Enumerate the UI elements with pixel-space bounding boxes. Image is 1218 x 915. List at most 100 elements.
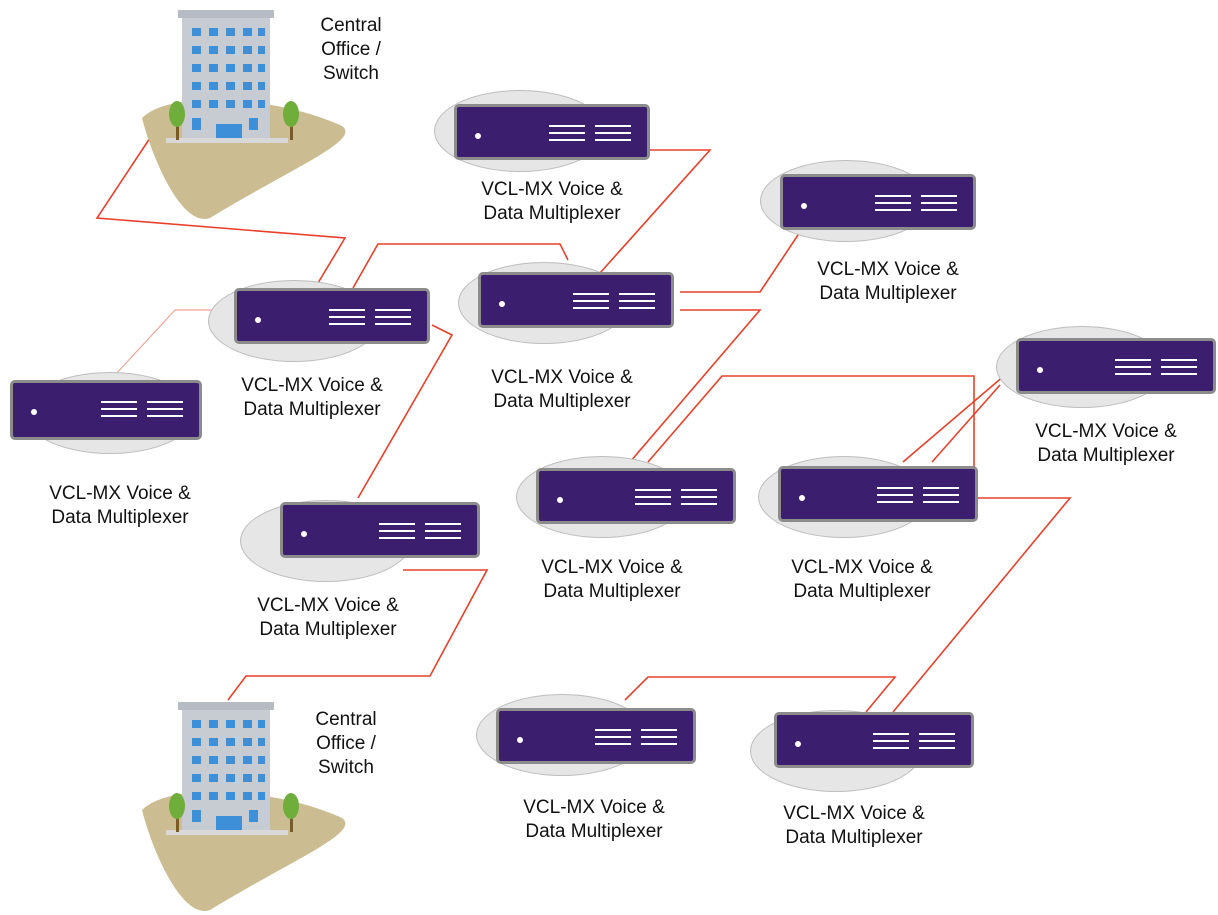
multiplexer-label: VCL-MX Voice & Data Multiplexer — [986, 420, 1218, 468]
link-mux-8-mux-11 — [892, 497, 1072, 713]
vent-icon — [873, 733, 957, 751]
multiplexer-device — [750, 710, 1010, 792]
multiplexer-device — [476, 694, 736, 788]
link-mux-3-mux-1 — [352, 243, 569, 289]
label-line: Data Multiplexer — [793, 581, 931, 602]
label-line: Switch — [323, 63, 379, 84]
vent-icon — [877, 487, 961, 505]
multiplexer-label: VCL-MX Voice & Data Multiplexer — [734, 802, 974, 850]
label-line: Office / — [321, 39, 381, 60]
label-line: VCL-MX Voice & — [1035, 421, 1177, 442]
label-line: Data Multiplexer — [51, 507, 189, 528]
multiplexer-device — [434, 90, 694, 184]
link-mux-7-mux-8 — [647, 375, 975, 468]
device-chassis — [478, 272, 674, 328]
device-chassis — [774, 712, 974, 768]
device-chassis — [234, 288, 430, 344]
multiplexer-label: VCL-MX Voice & Data Multiplexer — [0, 482, 240, 530]
multiplexer-label: VCL-MX Voice & Data Multiplexer — [742, 556, 982, 604]
label-line: Data Multiplexer — [259, 619, 397, 640]
power-led-icon — [799, 495, 805, 501]
link-mux-10-mux-11 — [624, 676, 897, 713]
multiplexer-label: VCL-MX Voice & Data Multiplexer — [192, 374, 432, 422]
building-icon — [142, 702, 346, 911]
label-line: Data Multiplexer — [493, 391, 631, 412]
label-line: Central — [315, 709, 377, 730]
device-chassis — [454, 104, 650, 160]
vent-icon — [549, 125, 633, 143]
link-co-top-mux-3 — [95, 137, 347, 284]
label-line: Central — [320, 15, 382, 36]
power-led-icon — [301, 531, 307, 537]
label-line: Data Multiplexer — [483, 203, 621, 224]
multiplexer-device — [760, 160, 1020, 254]
vent-icon — [1115, 359, 1199, 377]
link-mux-5-co-bottom — [227, 569, 489, 701]
link-mux-4-mux-7 — [629, 309, 762, 463]
label-line: VCL-MX Voice & — [791, 557, 933, 578]
power-led-icon — [517, 737, 523, 743]
link-mux-3-mux-5 — [357, 324, 454, 499]
label-line: Data Multiplexer — [819, 283, 957, 304]
label-line: VCL-MX Voice & — [257, 595, 399, 616]
label-line: VCL-MX Voice & — [783, 803, 925, 824]
multiplexer-device — [996, 326, 1218, 418]
multiplexer-device — [458, 262, 718, 352]
multiplexer-device — [240, 500, 500, 582]
link-mux-4-mux-6 — [680, 231, 801, 293]
vent-icon — [875, 195, 959, 213]
power-led-icon — [557, 497, 563, 503]
label-line: VCL-MX Voice & — [481, 179, 623, 200]
multiplexer-label: VCL-MX Voice & Data Multiplexer — [432, 178, 672, 226]
multiplexer-label: VCL-MX Voice & Data Multiplexer — [208, 594, 448, 642]
label-line: VCL-MX Voice & — [817, 259, 959, 280]
power-led-icon — [475, 133, 481, 139]
device-chassis — [496, 708, 696, 764]
multiplexer-device — [208, 280, 474, 368]
vent-icon — [379, 523, 463, 541]
multiplexer-device — [0, 372, 250, 460]
multiplexer-device — [758, 456, 1018, 546]
label-line: VCL-MX Voice & — [241, 375, 383, 396]
power-led-icon — [795, 741, 801, 747]
label-line: VCL-MX Voice & — [541, 557, 683, 578]
power-led-icon — [31, 409, 37, 415]
label-line: Data Multiplexer — [785, 827, 923, 848]
label-line: Office / — [316, 733, 376, 754]
central-office-top — [132, 8, 362, 219]
label-line: Data Multiplexer — [243, 399, 381, 420]
device-chassis — [1016, 338, 1216, 394]
central-office-bottom-label: Central Office / Switch — [286, 708, 406, 780]
building-icon — [142, 10, 346, 219]
link-mux-2-mux-4 — [599, 149, 712, 274]
label-line: Data Multiplexer — [1037, 445, 1175, 466]
multiplexer-label: VCL-MX Voice & Data Multiplexer — [442, 366, 682, 414]
device-chassis — [280, 502, 480, 558]
central-office-bottom — [132, 700, 362, 911]
central-office-top-label: Central Office / Switch — [291, 14, 411, 86]
multiplexer-label: VCL-MX Voice & Data Multiplexer — [492, 556, 732, 604]
power-led-icon — [499, 301, 505, 307]
device-chassis — [778, 466, 978, 522]
vent-icon — [573, 293, 657, 311]
device-chassis — [536, 468, 736, 524]
power-led-icon — [801, 203, 807, 209]
multiplexer-device — [516, 456, 776, 548]
multiplexer-label: VCL-MX Voice & Data Multiplexer — [474, 796, 714, 844]
power-led-icon — [1037, 367, 1043, 373]
label-line: Data Multiplexer — [543, 581, 681, 602]
label-line: Switch — [318, 757, 374, 778]
device-chassis — [780, 174, 976, 230]
label-line: VCL-MX Voice & — [49, 483, 191, 504]
vent-icon — [101, 401, 185, 419]
vent-icon — [595, 729, 679, 747]
label-line: VCL-MX Voice & — [491, 367, 633, 388]
label-line: VCL-MX Voice & — [523, 797, 665, 818]
multiplexer-label: VCL-MX Voice & Data Multiplexer — [768, 258, 1008, 306]
vent-icon — [329, 309, 413, 327]
vent-icon — [635, 489, 719, 507]
link-mux-8-mux-9b — [931, 384, 1001, 463]
device-chassis — [10, 380, 202, 440]
